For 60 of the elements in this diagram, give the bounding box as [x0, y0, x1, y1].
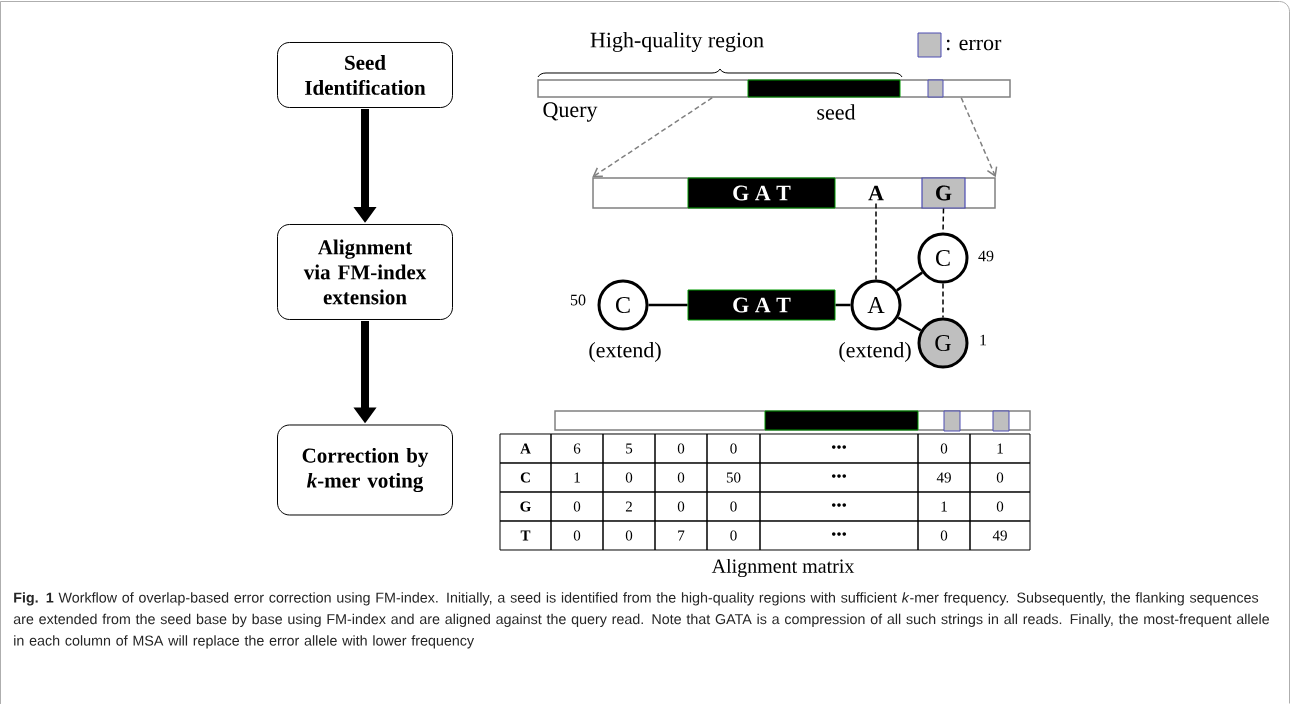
- base-letter: A: [868, 185, 884, 201]
- legend-label: : error: [946, 39, 1002, 51]
- figure-caption: Fig. 1 Workflow of overlap-based error correction using FM-index. Initially, a seed is identified from the high-quality regions with sufficient k-mer frequency. Subsequently, the flanking sequences are extended from the seed base by base using FM-index and are aligned against the query read. Note that GATA is a compression of all such strings in all reads. Finally, the most-frequent allele in each column of MSA will replace the error allele with lower frequency: [13, 592, 1269, 649]
- connector-line: [896, 271, 923, 292]
- table-cell: 0: [550, 491, 604, 522]
- bar-label: Query: [543, 102, 598, 122]
- table-cell: 2: [602, 491, 656, 522]
- extend-label: (extend): [839, 342, 911, 362]
- table-cell: 0: [706, 520, 761, 551]
- connector-line: [897, 316, 922, 332]
- table-cell: •••: [759, 462, 919, 493]
- sequence-bar: [554, 410, 1031, 432]
- table-cell: 0: [969, 491, 1031, 522]
- table-cell: 0: [706, 491, 761, 522]
- region-label: High-quality region: [590, 32, 764, 52]
- table-cell: 49: [917, 462, 971, 493]
- table-cell: 0: [602, 520, 656, 551]
- table-cell: •••: [759, 491, 919, 522]
- count-label: 49: [978, 250, 994, 262]
- table-cell: 0: [654, 491, 708, 522]
- table-cell: 5: [602, 433, 656, 464]
- table-cell: 1: [917, 491, 971, 522]
- table-cell: C: [499, 462, 552, 493]
- seed-segment: G A T: [687, 177, 836, 209]
- connector-line: [942, 282, 944, 319]
- table-cell: •••: [759, 520, 919, 551]
- error-base-box: G: [921, 177, 966, 209]
- table-cell: 0: [969, 462, 1031, 493]
- bar-label: seed: [817, 104, 856, 120]
- table-cell: 0: [917, 520, 971, 551]
- table-cell: 0: [602, 462, 656, 493]
- seed-segment: G A T: [687, 289, 836, 321]
- table-cell: 50: [706, 462, 761, 493]
- connector-line: [648, 303, 688, 307]
- table-cell: A: [499, 433, 552, 464]
- table-cell: 1: [550, 462, 604, 493]
- table-cell: •••: [759, 433, 919, 464]
- arrow: [592, 97, 713, 178]
- table-cell: 7: [654, 520, 708, 551]
- count-label: 50: [570, 294, 586, 306]
- count-label: 1: [980, 334, 987, 346]
- process-box: Seed Identification: [277, 42, 453, 108]
- table-cell: T: [499, 520, 552, 551]
- extend-label: (extend): [589, 342, 661, 362]
- arrow: [960, 97, 998, 178]
- table-cell: 49: [969, 520, 1031, 551]
- process-box: Alignment via FM-index extension: [277, 224, 453, 320]
- table-cell: 0: [706, 433, 761, 464]
- sequence-bar: [537, 79, 1011, 98]
- table-cell: 0: [917, 433, 971, 464]
- table-cell: 0: [654, 433, 708, 464]
- table-caption: Alignment matrix: [711, 558, 855, 578]
- table-cell: 1: [969, 433, 1031, 464]
- table-cell: 0: [654, 462, 708, 493]
- process-box: Correction by k-mer voting: [277, 424, 453, 516]
- table-cell: G: [499, 491, 552, 522]
- connector-line: [835, 303, 851, 307]
- connector-line: [875, 202, 877, 281]
- table-cell: 0: [550, 520, 604, 551]
- table-cell: 6: [550, 433, 604, 464]
